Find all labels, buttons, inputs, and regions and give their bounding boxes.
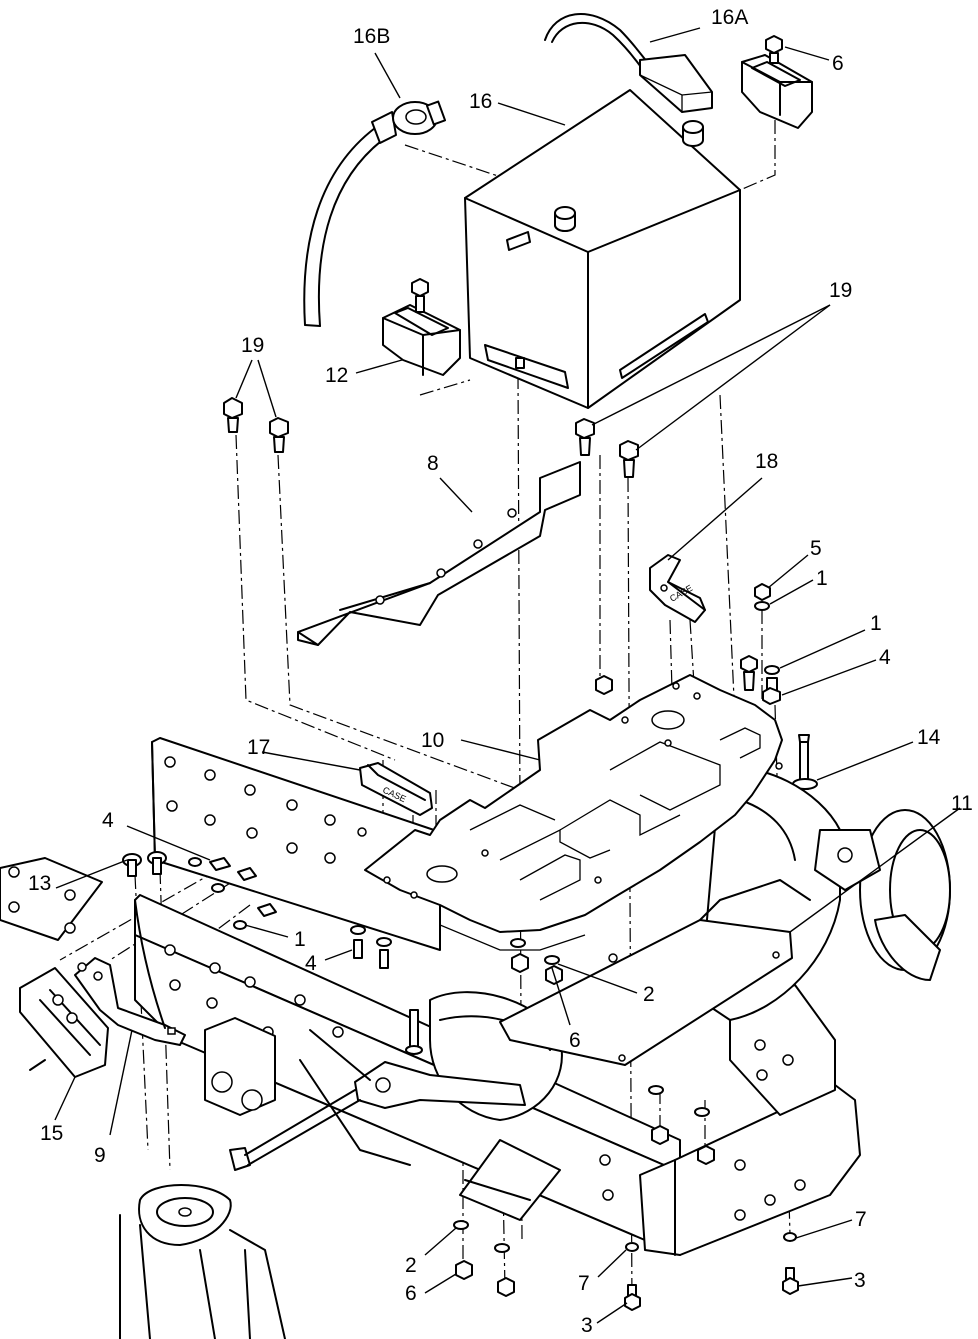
support-bar	[297, 461, 581, 646]
callout-2-low: 2	[405, 1254, 417, 1277]
callout-19-left: 19	[241, 334, 264, 357]
callout-4-left: 4	[102, 809, 114, 832]
callout-14: 14	[917, 726, 941, 749]
hardware-lower	[350, 925, 799, 1311]
bracket-18: CASE	[649, 554, 706, 623]
callout-6-mid: 6	[569, 1029, 581, 1052]
callout-15: 15	[40, 1122, 63, 1145]
callout-18: 18	[755, 450, 778, 473]
callout-3-low: 3	[581, 1314, 593, 1337]
callout-16: 16	[469, 90, 492, 113]
hardware-left-cluster	[122, 851, 277, 930]
battery-cable-16b	[303, 100, 447, 327]
callout-1-mid: 1	[870, 612, 882, 635]
callout-9: 9	[94, 1144, 106, 1167]
callout-2-mid: 2	[643, 983, 655, 1006]
mounting-plate	[364, 674, 783, 951]
cover-11	[499, 879, 811, 1066]
side-plate-far-left	[0, 857, 103, 941]
callout-16b: 16B	[353, 25, 390, 48]
bolt-19-c	[575, 418, 595, 456]
retainer-17: CASE	[359, 762, 433, 816]
callout-6-low: 6	[405, 1282, 417, 1305]
callout-1-top: 1	[816, 567, 828, 590]
callout-4-right: 4	[879, 646, 891, 669]
frame-rail-right	[639, 984, 861, 1256]
callout-19-right: 19	[829, 279, 852, 302]
callout-4-lower: 4	[305, 952, 317, 975]
battery-hold-down-right	[741, 35, 813, 129]
leader-lines	[54, 27, 961, 1324]
callout-7-low: 7	[578, 1272, 590, 1295]
battery	[464, 89, 741, 409]
battery-hold-down-left	[382, 278, 461, 376]
bolt-19-b	[269, 417, 289, 453]
callout-labels: 16A 16B 6 16 19 19 12 8 18 5 1 1 4 10 17…	[28, 6, 973, 1337]
callout-6-top: 6	[832, 52, 844, 75]
battery-cable-16a	[544, 13, 713, 113]
callout-10: 10	[421, 729, 444, 752]
callout-11: 11	[951, 792, 973, 815]
bracket-9	[74, 899, 186, 1046]
callout-3-right: 3	[854, 1269, 866, 1292]
chassis-lower-detail	[119, 1017, 526, 1339]
callout-13: 13	[28, 872, 51, 895]
callout-17: 17	[247, 736, 270, 759]
latch-15	[19, 967, 109, 1078]
callout-8: 8	[427, 452, 439, 475]
bolts-19	[223, 397, 639, 478]
callout-5: 5	[810, 537, 822, 560]
callout-7-right: 7	[855, 1208, 867, 1231]
bolt-19-d	[619, 440, 639, 478]
callout-12: 12	[325, 364, 348, 387]
callout-1-left: 1	[294, 928, 306, 951]
callout-16a: 16A	[711, 6, 748, 29]
bolt-19-a	[223, 397, 243, 433]
